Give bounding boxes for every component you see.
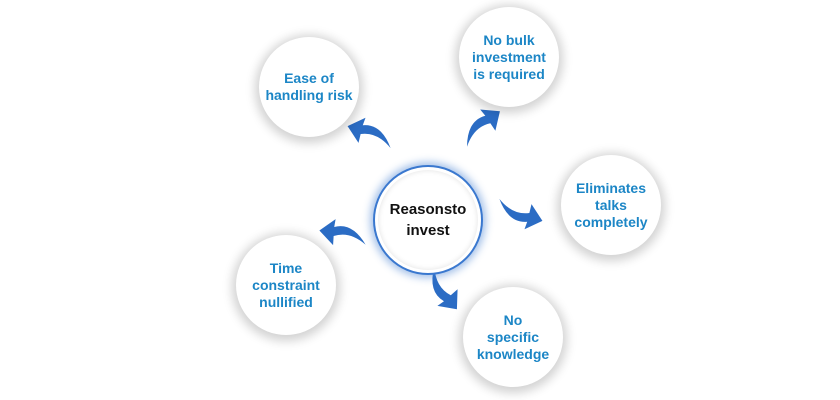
arrow-up-left-icon	[343, 112, 398, 154]
reason-text: handling risk	[265, 87, 353, 103]
arrow-right-icon	[492, 193, 547, 235]
center-line-1: Reasons	[389, 201, 453, 218]
reason-text: constraint	[252, 276, 320, 293]
reason-text: Time	[269, 259, 303, 276]
reason-text: talks	[595, 196, 627, 213]
reason-text: specific	[486, 328, 540, 345]
arrow-up-right-icon	[454, 100, 508, 152]
reason-text: No	[503, 311, 523, 328]
reason-text: completely	[574, 213, 648, 230]
reason-text: is required	[473, 65, 545, 82]
reason-text: Eliminates	[575, 179, 646, 196]
reason-text: Ease of	[284, 70, 334, 86]
center-reasons-to-invest: Reasonsto invest	[378, 170, 478, 270]
center-line-2: to invest	[406, 201, 467, 239]
arrow-left-icon	[317, 216, 370, 251]
arrow-down-right-icon	[417, 263, 467, 318]
reason-text: knowledge	[476, 345, 550, 362]
reason-text: investment	[472, 48, 546, 65]
reason-text: nullified	[259, 293, 313, 310]
reason-text: No bulk	[483, 31, 535, 48]
